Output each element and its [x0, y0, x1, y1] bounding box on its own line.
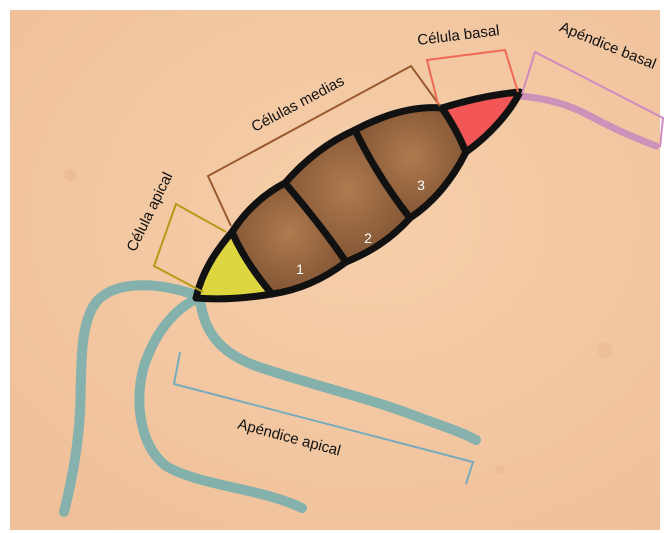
cell-number-1: 1 [296, 261, 304, 277]
cell-number-2: 2 [364, 230, 372, 246]
background-spot [495, 465, 505, 475]
cell-number-3: 3 [417, 177, 425, 193]
background-spot [64, 169, 76, 181]
background-spot [597, 342, 613, 358]
